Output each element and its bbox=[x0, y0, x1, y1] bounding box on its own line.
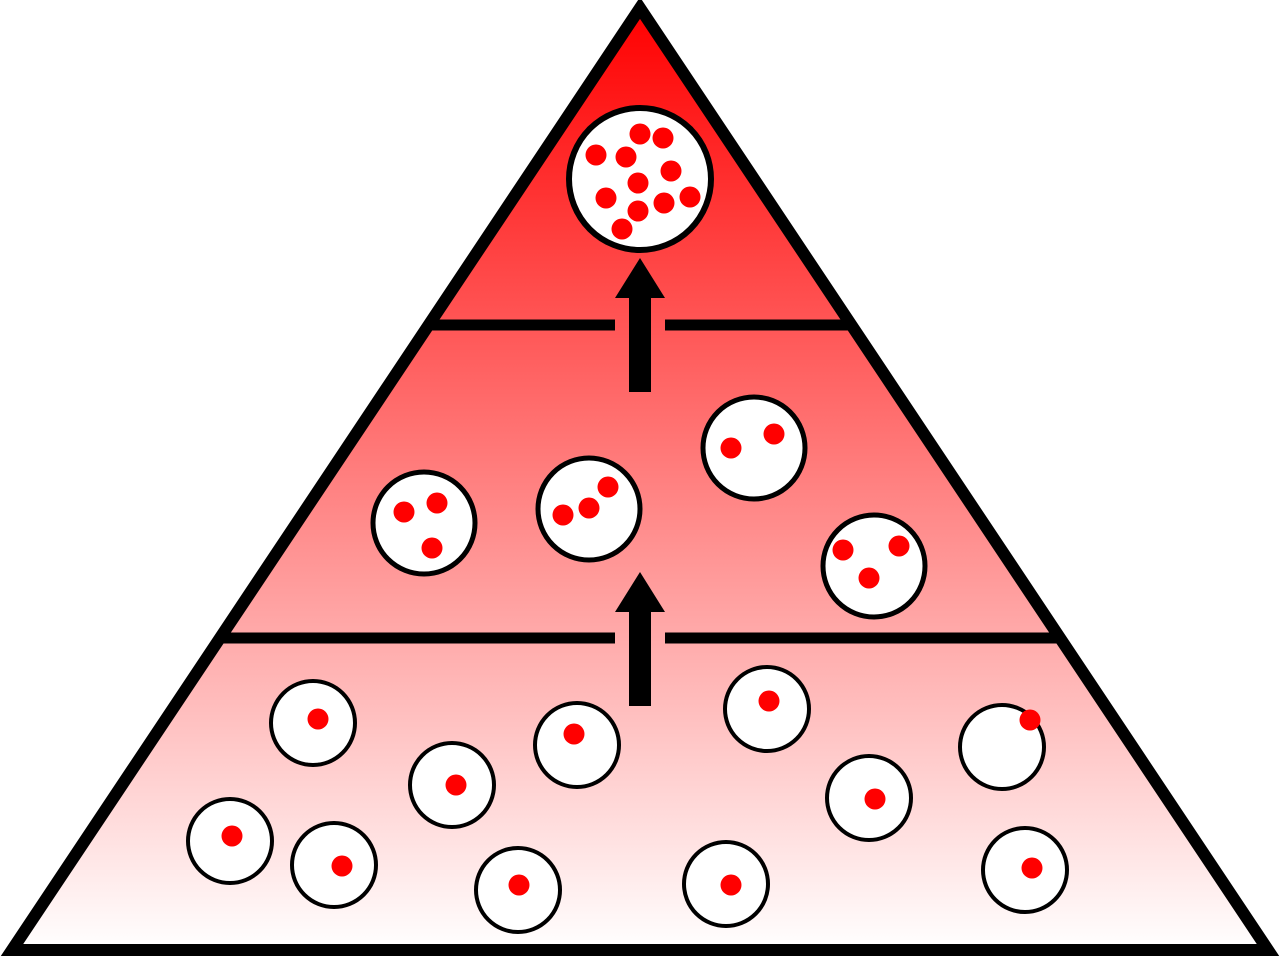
red-dot bbox=[615, 146, 637, 168]
red-dot bbox=[393, 501, 415, 523]
bottom-tier-cell bbox=[981, 826, 1069, 914]
middle-tier-cell bbox=[820, 512, 928, 620]
red-dot bbox=[1021, 857, 1043, 879]
red-dot bbox=[1019, 709, 1041, 731]
cell-circle bbox=[820, 512, 928, 620]
red-dot bbox=[595, 187, 617, 209]
red-dot bbox=[221, 825, 243, 847]
red-dot bbox=[720, 437, 742, 459]
red-dot bbox=[563, 723, 585, 745]
cell-circle bbox=[700, 394, 808, 502]
bottom-tier-cell bbox=[290, 821, 378, 909]
cell-circle bbox=[533, 701, 621, 789]
red-dot bbox=[307, 708, 329, 730]
red-dot bbox=[652, 127, 674, 149]
bottom-tier-cell bbox=[269, 679, 357, 767]
red-dot bbox=[508, 874, 530, 896]
red-dot bbox=[578, 497, 600, 519]
red-dot bbox=[611, 218, 633, 240]
red-dot bbox=[627, 172, 649, 194]
middle-tier-cell bbox=[535, 455, 643, 563]
up-arrow-icon bbox=[615, 258, 665, 392]
bottom-tier-cell bbox=[682, 840, 770, 928]
red-dot bbox=[832, 539, 854, 561]
red-dot bbox=[629, 123, 651, 145]
red-dot bbox=[763, 423, 785, 445]
bottom-tier-cell bbox=[958, 703, 1046, 791]
red-dot bbox=[421, 537, 443, 559]
bottom-tier-cell bbox=[723, 665, 811, 753]
red-dot bbox=[758, 690, 780, 712]
red-dot bbox=[331, 855, 353, 877]
red-dot bbox=[426, 492, 448, 514]
red-dot bbox=[552, 504, 574, 526]
cell-circle bbox=[370, 469, 478, 577]
red-dot bbox=[864, 788, 886, 810]
red-dot bbox=[445, 774, 467, 796]
red-dot bbox=[720, 874, 742, 896]
red-dot bbox=[679, 186, 701, 208]
middle-tier-cell bbox=[370, 469, 478, 577]
up-arrow-icon bbox=[615, 572, 665, 706]
bottom-tier-cell bbox=[474, 846, 562, 934]
red-dot bbox=[858, 567, 880, 589]
bottom-tier-cell bbox=[408, 741, 496, 829]
bottom-tier-cell bbox=[533, 701, 621, 789]
red-dot bbox=[888, 535, 910, 557]
bottom-tier-cell bbox=[186, 797, 274, 885]
red-dot bbox=[597, 476, 619, 498]
red-dot bbox=[627, 200, 649, 222]
red-dot bbox=[660, 160, 682, 182]
red-dot bbox=[585, 144, 607, 166]
middle-tier-cell bbox=[700, 394, 808, 502]
top-tier-cell bbox=[566, 105, 714, 253]
bottom-tier-cell bbox=[825, 754, 913, 842]
red-dot bbox=[653, 192, 675, 214]
